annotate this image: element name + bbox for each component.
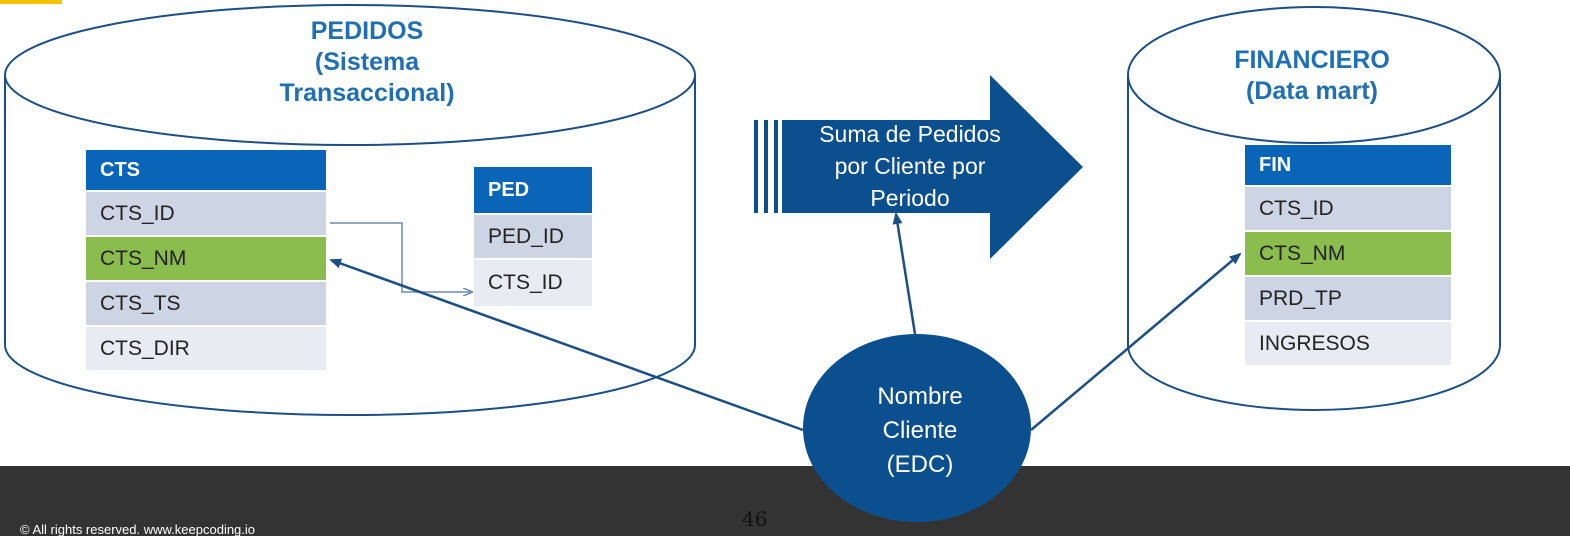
footer-band bbox=[0, 466, 1570, 536]
arrow-to-cts-nm bbox=[329, 258, 804, 432]
table-cts: CTS CTS_ID CTS_NM CTS_TS CTS_DIR bbox=[86, 150, 326, 372]
db-title-line: Transaccional) bbox=[279, 79, 455, 107]
table-row-highlighted: CTS_NM bbox=[86, 237, 326, 280]
entity-label-line: Nombre bbox=[877, 383, 963, 410]
corner-accent bbox=[0, 0, 62, 4]
table-row: PED_ID bbox=[474, 215, 592, 258]
arrow-to-fin-cts-nm bbox=[1030, 252, 1242, 431]
db-title-financiero: FINANCIERO (Data mart) bbox=[1172, 45, 1452, 107]
db-title-line: PEDIDOS bbox=[310, 17, 424, 45]
table-header: PED bbox=[474, 167, 592, 213]
page-number: 46 bbox=[742, 507, 768, 531]
table-header: FIN bbox=[1245, 145, 1451, 185]
db-title-line: (Sistema bbox=[314, 48, 420, 76]
db-title-line: (Data mart) bbox=[1246, 77, 1378, 105]
entity-label: Nombre Cliente (EDC) bbox=[820, 380, 1020, 482]
copyright-text: © All rights reserved. www.keepcoding.io bbox=[20, 522, 256, 537]
table-fin: FIN CTS_ID CTS_NM PRD_TP INGRESOS bbox=[1245, 145, 1451, 367]
table-row: CTS_ID bbox=[1245, 187, 1451, 230]
process-arrow-label: Suma de Pedidos por Cliente por Periodo bbox=[790, 118, 1030, 214]
entity-label-line: (EDC) bbox=[886, 451, 954, 478]
table-row: CTS_TS bbox=[86, 282, 326, 325]
process-label-line: Periodo bbox=[870, 185, 950, 211]
fk-connector bbox=[330, 222, 472, 292]
entity-circle bbox=[803, 334, 1031, 522]
process-label-line: por Cliente por bbox=[834, 153, 986, 179]
table-row: PRD_TP bbox=[1245, 277, 1451, 320]
table-header: CTS bbox=[86, 150, 326, 190]
table-row: CTS_DIR bbox=[86, 327, 326, 370]
process-arrow bbox=[754, 75, 1083, 259]
table-row: CTS_ID bbox=[86, 192, 326, 235]
entity-label-line: Cliente bbox=[882, 417, 958, 444]
arrow-to-process bbox=[892, 212, 917, 335]
db-title-line: FINANCIERO bbox=[1234, 46, 1390, 74]
process-label-line: Suma de Pedidos bbox=[819, 121, 1001, 147]
table-row-highlighted: CTS_NM bbox=[1245, 232, 1451, 275]
db-title-pedidos: PEDIDOS (Sistema Transaccional) bbox=[227, 16, 507, 109]
table-row: INGRESOS bbox=[1245, 322, 1451, 365]
table-row: CTS_ID bbox=[474, 260, 592, 306]
table-ped: PED PED_ID CTS_ID bbox=[474, 167, 592, 308]
